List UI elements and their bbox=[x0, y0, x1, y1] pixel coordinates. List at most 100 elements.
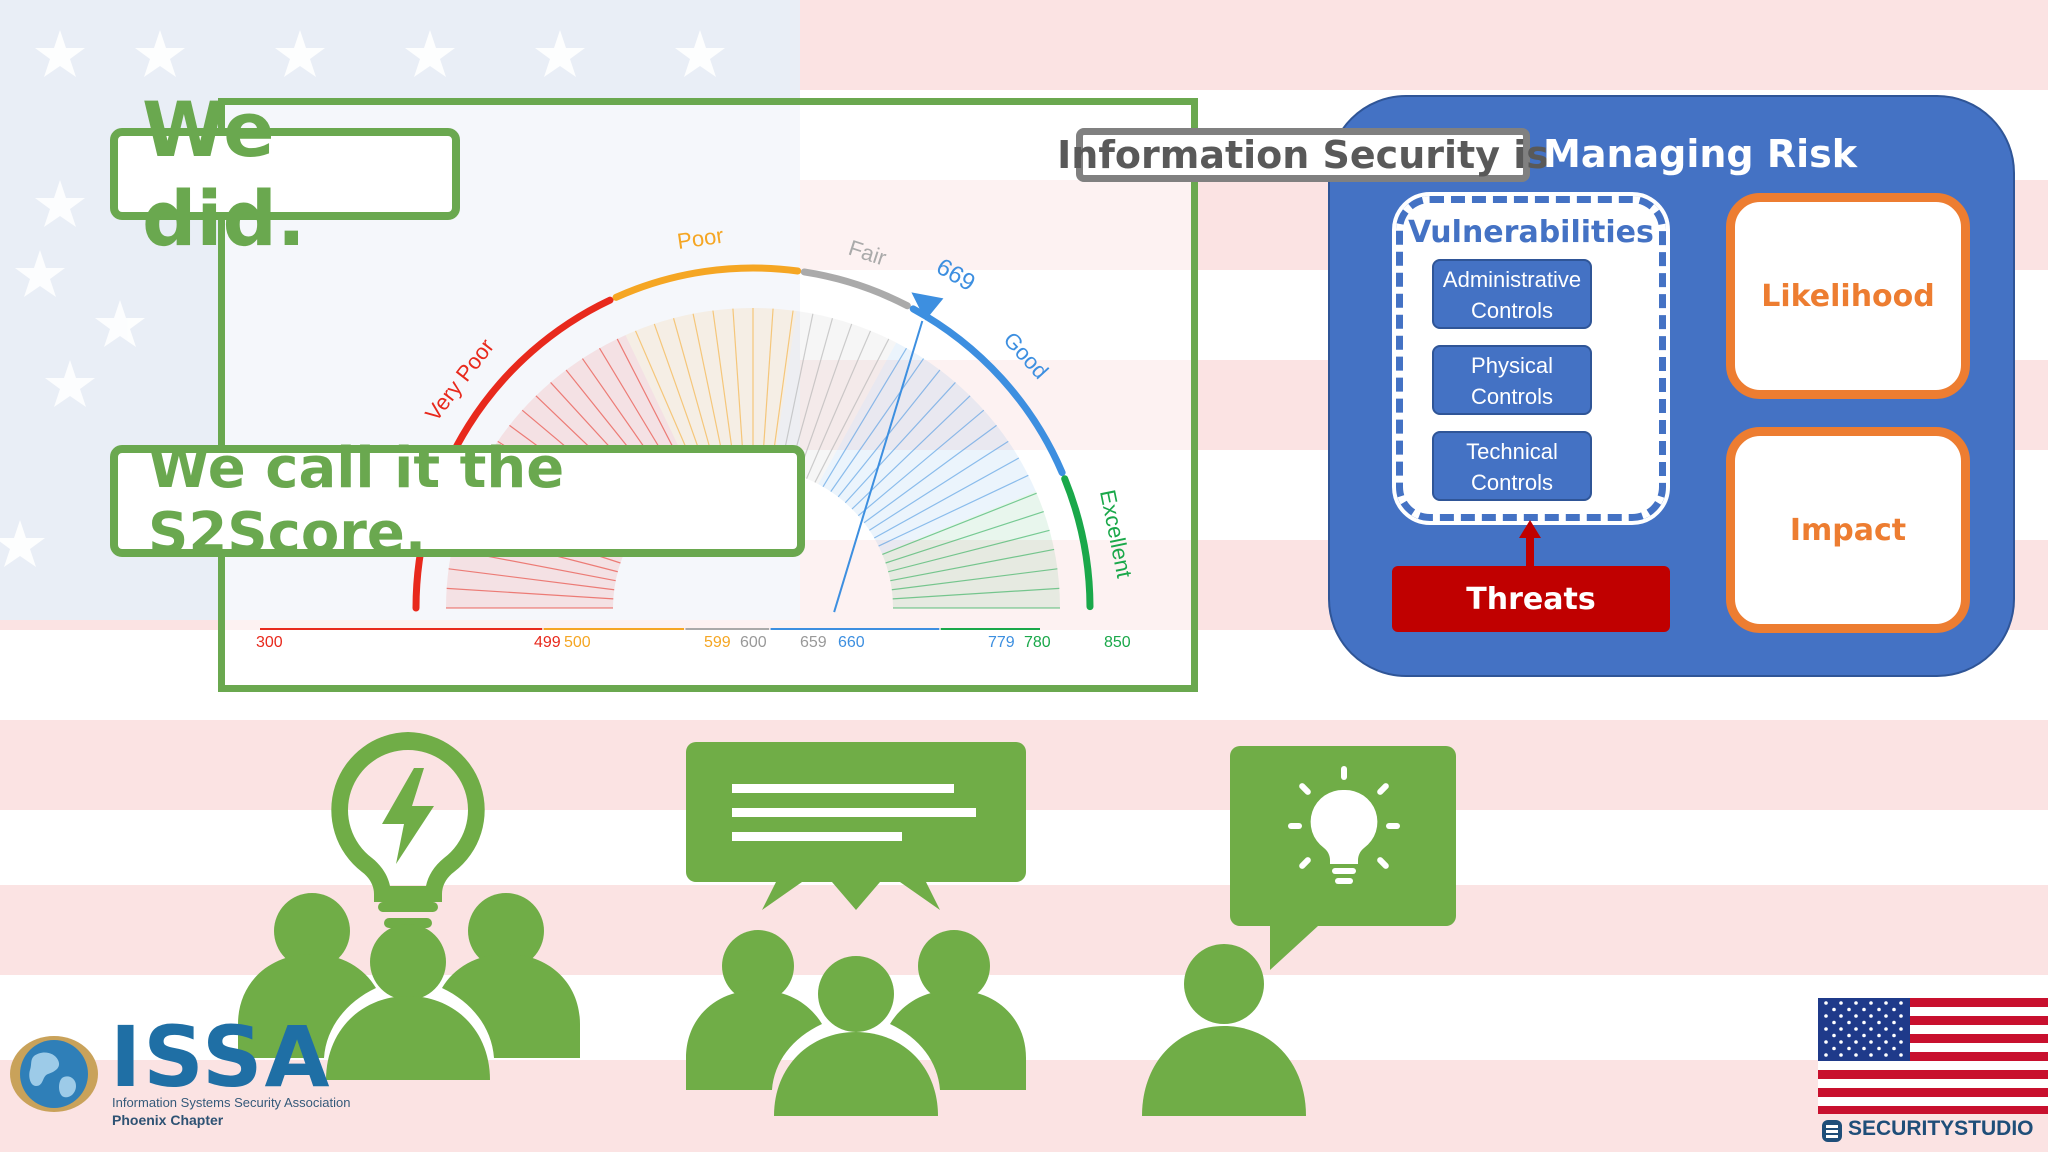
control-line1: Physical bbox=[1471, 353, 1553, 378]
flag-star bbox=[1854, 1014, 1858, 1018]
flag-star bbox=[1892, 1046, 1896, 1051]
threats-box: Threats bbox=[1392, 566, 1670, 632]
flag-star bbox=[1884, 1053, 1888, 1057]
flag-star bbox=[1892, 1007, 1896, 1012]
gauge-band-label: Poor bbox=[675, 223, 725, 254]
control-line1: Technical bbox=[1466, 439, 1558, 464]
threat-arrow-icon bbox=[1519, 520, 1541, 568]
issa-chapter: Phoenix Chapter bbox=[112, 1112, 224, 1128]
gauge-ray bbox=[779, 313, 814, 471]
flag-star bbox=[1854, 1053, 1858, 1057]
issa-globe-icon bbox=[10, 1036, 98, 1112]
flag-star bbox=[1847, 1020, 1851, 1025]
flag-star bbox=[1869, 1053, 1873, 1057]
control-line2: Controls bbox=[1471, 384, 1553, 409]
physical-controls-box: Physical Controls bbox=[1432, 345, 1592, 415]
flag-star bbox=[1862, 1007, 1866, 1012]
flag-star bbox=[1854, 1040, 1858, 1044]
gauge-band-fill bbox=[818, 342, 1036, 554]
flag-star bbox=[1824, 1053, 1828, 1057]
gauge-score-label: 669 bbox=[932, 253, 980, 297]
flag-star bbox=[1877, 1033, 1881, 1038]
we-did-callout: We did. bbox=[110, 85, 460, 263]
flag-star bbox=[1877, 1046, 1881, 1051]
gauge-band-arc bbox=[909, 305, 1066, 477]
gauge-band-fill bbox=[772, 311, 897, 485]
gauge-band-arc bbox=[612, 264, 802, 301]
gauge-ray bbox=[869, 440, 1009, 531]
control-line1: Administrative bbox=[1442, 267, 1582, 292]
flag-star bbox=[1869, 1040, 1873, 1044]
scale-tick-label: 599 bbox=[704, 634, 731, 651]
flag-star bbox=[1877, 1020, 1881, 1025]
flag-star bbox=[1884, 1001, 1888, 1005]
group-discussion-icon bbox=[686, 742, 1026, 1116]
gauge-ray bbox=[712, 310, 736, 470]
flag-star bbox=[1847, 1007, 1851, 1012]
flag-star bbox=[1899, 1040, 1903, 1044]
gauge-ray bbox=[830, 358, 925, 492]
scale-tick-label: 659 bbox=[800, 634, 827, 651]
gauge-ray bbox=[863, 424, 997, 524]
flag-star bbox=[1899, 1027, 1903, 1031]
gauge-ray bbox=[446, 587, 614, 600]
gauge-ray bbox=[448, 568, 615, 591]
gauge-band-label: Good bbox=[999, 327, 1054, 384]
flag-star bbox=[1824, 1001, 1828, 1005]
likelihood-box: Likelihood bbox=[1726, 193, 1970, 399]
flag-star bbox=[1862, 1033, 1866, 1038]
gauge-band-fill bbox=[881, 491, 1060, 608]
gauge-ray bbox=[797, 323, 853, 476]
flag-star bbox=[1862, 1020, 1866, 1025]
vulnerabilities-title: Vulnerabilities bbox=[1408, 215, 1654, 250]
gauge-ray bbox=[892, 587, 1060, 600]
gauge-ray bbox=[822, 347, 908, 488]
flag-star bbox=[1854, 1001, 1858, 1005]
flag-star bbox=[1869, 1014, 1873, 1018]
flag-star bbox=[1832, 1046, 1836, 1051]
flag-star bbox=[1847, 1046, 1851, 1051]
gauge-ray bbox=[885, 510, 1044, 564]
gauge-band-label: Excellent bbox=[1095, 488, 1137, 580]
flag-star bbox=[1899, 1053, 1903, 1057]
gauge-ray bbox=[761, 308, 774, 469]
gauge-ray bbox=[890, 548, 1055, 582]
gauge-ray bbox=[857, 409, 985, 517]
flag-star bbox=[1884, 1027, 1888, 1031]
gauge-needle bbox=[833, 320, 924, 613]
issa-logo-text: ISSA bbox=[110, 1008, 332, 1106]
managing-risk-label: Managing Risk bbox=[1543, 132, 1858, 176]
gauge-ray bbox=[806, 330, 872, 479]
flag-star bbox=[1862, 1046, 1866, 1051]
gauge-ray bbox=[888, 529, 1050, 573]
gauge-ray bbox=[732, 308, 745, 469]
gauge-band-label: Fair bbox=[846, 235, 890, 270]
flag-star bbox=[1839, 1040, 1843, 1044]
gauge-ray bbox=[770, 310, 794, 470]
infosec-label: Information Security is bbox=[1057, 128, 1549, 182]
flag-star bbox=[1832, 1033, 1836, 1038]
scale-tick-label: 600 bbox=[740, 634, 767, 651]
securitystudio-icon bbox=[1822, 1120, 1842, 1142]
gauge-ray bbox=[692, 313, 727, 471]
flag-star bbox=[1877, 1007, 1881, 1012]
person-idea-icon bbox=[1142, 746, 1456, 1116]
flag-star bbox=[1899, 1014, 1903, 1018]
gauge-ray bbox=[891, 568, 1058, 591]
administrative-controls-box: Administrative Controls bbox=[1432, 259, 1592, 329]
flag-star bbox=[1892, 1020, 1896, 1025]
control-line2: Controls bbox=[1471, 470, 1553, 495]
scale-tick-label: 779 bbox=[988, 634, 1015, 651]
gauge-ray bbox=[878, 474, 1029, 547]
flag-star bbox=[1839, 1053, 1843, 1057]
impact-box: Impact bbox=[1726, 427, 1970, 633]
gauge-ray bbox=[873, 457, 1020, 539]
flag-star bbox=[1839, 1027, 1843, 1031]
issa-subtitle: Information Systems Security Association bbox=[112, 1095, 351, 1110]
gauge-band-label: Very Poor bbox=[420, 334, 499, 426]
technical-controls-box: Technical Controls bbox=[1432, 431, 1592, 501]
flag-star bbox=[1854, 1027, 1858, 1031]
scale-tick-label: 499 bbox=[534, 634, 561, 651]
gauge-ray bbox=[844, 382, 956, 504]
flag-star bbox=[1832, 1007, 1836, 1012]
